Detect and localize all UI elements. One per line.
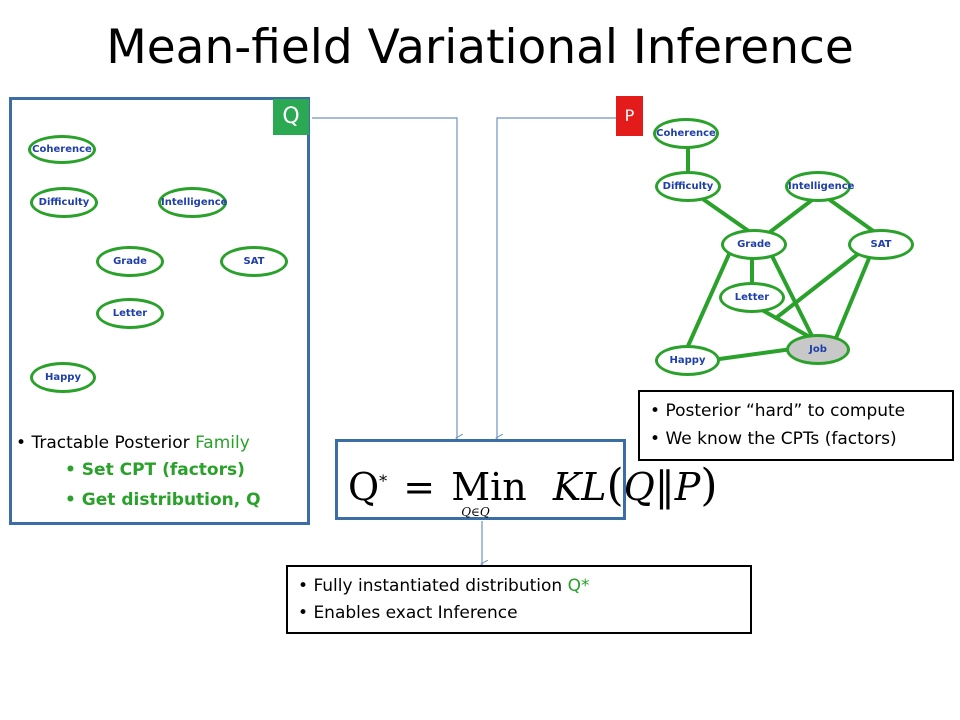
p-node-job: Job	[786, 334, 850, 365]
q-node-letter: Letter	[96, 298, 164, 329]
bullet-dot: •	[16, 433, 32, 453]
kl-formula: Q* = Min Q∈Q KL(Q‖P)	[348, 460, 718, 519]
q-node-sat: SAT	[220, 246, 288, 277]
p-bullet-2: • We know the CPTs (factors)	[650, 429, 897, 449]
formula-box: Q* = Min Q∈Q KL(Q‖P)	[335, 439, 718, 520]
edge-sat-letter	[774, 252, 860, 320]
q-to-formula-arrow	[312, 117, 457, 438]
q-panel	[9, 97, 310, 525]
edge-intelligence-grade	[768, 198, 814, 234]
edge-happy-job	[710, 347, 794, 362]
q-node-happy: Happy	[30, 362, 96, 393]
edge-grade-happy	[686, 250, 732, 348]
edge-letter-job	[760, 308, 810, 338]
p-bullets-box: • Posterior “hard” to compute • We know …	[638, 390, 954, 461]
p-to-formula-arrow	[497, 117, 616, 438]
q-bullet-sub1: • Set CPT (factors)	[65, 460, 245, 480]
q-node-coherence: Coherence	[28, 135, 96, 164]
q-tag: Q	[273, 99, 309, 135]
edge-intelligence-sat	[828, 198, 878, 235]
bullet-dot: •	[298, 576, 314, 596]
p-node-coherence: Coherence	[653, 118, 719, 149]
p-node-sat: SAT	[848, 229, 914, 260]
p-node-letter: Letter	[719, 282, 785, 313]
p-bullet-1: • Posterior “hard” to compute	[650, 401, 906, 421]
bullet-dot: •	[298, 603, 314, 623]
edge-difficulty-grade	[698, 195, 752, 234]
p-network-edges	[686, 146, 878, 362]
page-title: Mean-field Variational Inference	[106, 20, 854, 75]
p-node-grade: Grade	[721, 229, 787, 260]
bullet-dot: •	[65, 490, 82, 510]
q-node-intelligence: Intelligence	[158, 187, 227, 218]
p-node-difficulty: Difficulty	[655, 171, 721, 202]
p-tag: P	[616, 96, 643, 136]
edge-sat-job	[834, 254, 872, 340]
edge-grade-job	[770, 254, 814, 338]
result-bullet-2: • Enables exact Inference	[298, 603, 518, 623]
bullet-dot: •	[65, 460, 82, 480]
q-bullet-main: • Tractable Posterior Family	[16, 433, 250, 453]
q-bullet-sub2: • Get distribution, Q	[65, 490, 261, 510]
bullet-dot: •	[650, 429, 666, 449]
q-node-grade: Grade	[96, 246, 164, 277]
min-operator: Min Q∈Q	[451, 465, 527, 519]
q-node-difficulty: Difficulty	[30, 187, 98, 218]
result-bullet-1: • Fully instantiated distribution Q*	[298, 576, 590, 596]
result-box: • Fully instantiated distribution Q* • E…	[286, 565, 752, 634]
p-node-intelligence: Intelligence	[785, 171, 854, 202]
p-node-happy: Happy	[655, 345, 720, 376]
bullet-dot: •	[650, 401, 666, 421]
